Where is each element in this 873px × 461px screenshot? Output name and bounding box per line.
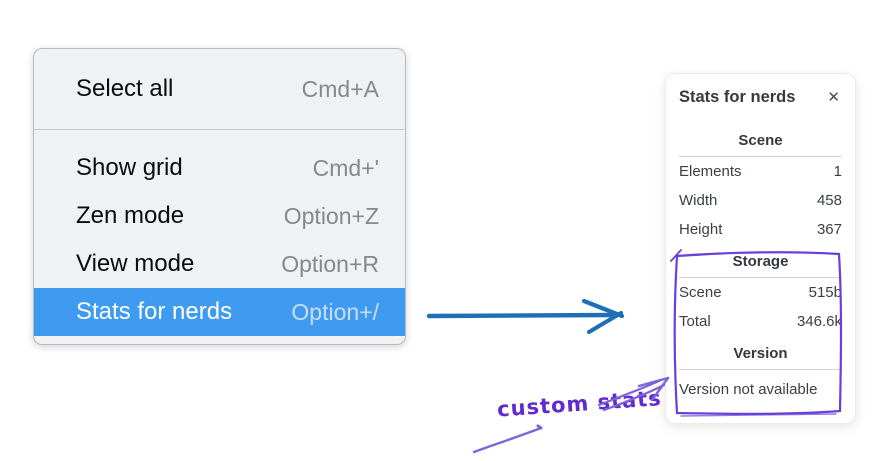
section-heading-version: Version	[733, 345, 788, 362]
stat-row-height: Height 367	[679, 215, 842, 244]
menu-item-label: Select all	[76, 75, 174, 102]
menu-item-zen-mode[interactable]: Zen mode Option+Z	[34, 192, 405, 240]
custom-stats-annotation-label: custom stats	[496, 386, 663, 422]
menu-item-shortcut: Cmd+A	[301, 75, 379, 102]
menu-divider	[34, 129, 405, 130]
menu-item-shortcut: Option+/	[291, 298, 379, 325]
menu-section: Show grid Cmd+' Zen mode Option+Z View m…	[34, 130, 405, 336]
stat-label: Total	[679, 313, 711, 330]
menu-item-show-grid[interactable]: Show grid Cmd+'	[34, 144, 405, 192]
stat-label: Elements	[679, 163, 742, 180]
menu-item-view-mode[interactable]: View mode Option+R	[34, 240, 405, 288]
close-icon[interactable]: ✕	[827, 88, 840, 106]
stat-label: Width	[679, 192, 718, 209]
version-note: Version not available	[679, 380, 818, 398]
stat-label: Scene	[679, 284, 722, 301]
menu-item-label: View mode	[76, 250, 195, 277]
blue-arrow	[426, 298, 625, 335]
stat-row-width: Width 458	[679, 186, 842, 215]
stat-row-scene-storage: Scene 515b	[679, 278, 842, 307]
menu-item-shortcut: Option+R	[281, 250, 379, 277]
stats-panel-title: Stats for nerds	[679, 87, 796, 106]
menu-item-stats-for-nerds[interactable]: Stats for nerds Option+/	[34, 288, 405, 336]
menu-item-shortcut: Cmd+'	[312, 154, 379, 181]
stat-value: 346.6k	[796, 313, 842, 330]
section-divider	[679, 369, 842, 370]
stat-value: 1	[833, 163, 842, 180]
stat-row-total-storage: Total 346.6k	[679, 307, 842, 336]
purple-underline-stroke	[472, 424, 543, 454]
section-heading-scene: Scene	[738, 132, 783, 149]
menu-item-label: Zen mode	[76, 202, 185, 229]
menu-item-label: Stats for nerds	[76, 298, 233, 325]
stat-row-elements: Elements 1	[679, 157, 842, 186]
context-menu: Select all Cmd+A Show grid Cmd+' Zen mod…	[33, 48, 406, 345]
stats-panel-header: Stats for nerds ✕	[679, 86, 842, 108]
stat-value: 367	[816, 221, 842, 238]
menu-item-label: Show grid	[76, 154, 183, 181]
section-divider	[679, 156, 842, 157]
stat-value: 515b	[808, 284, 842, 301]
section-heading-storage: Storage	[732, 253, 789, 270]
stat-label: Height	[679, 221, 723, 238]
menu-item-select-all[interactable]: Select all Cmd+A	[34, 49, 405, 129]
stat-value: 458	[816, 192, 842, 209]
menu-item-shortcut: Option+Z	[283, 202, 379, 229]
stats-panel: Stats for nerds ✕ Scene Elements 1 Width…	[665, 73, 856, 424]
